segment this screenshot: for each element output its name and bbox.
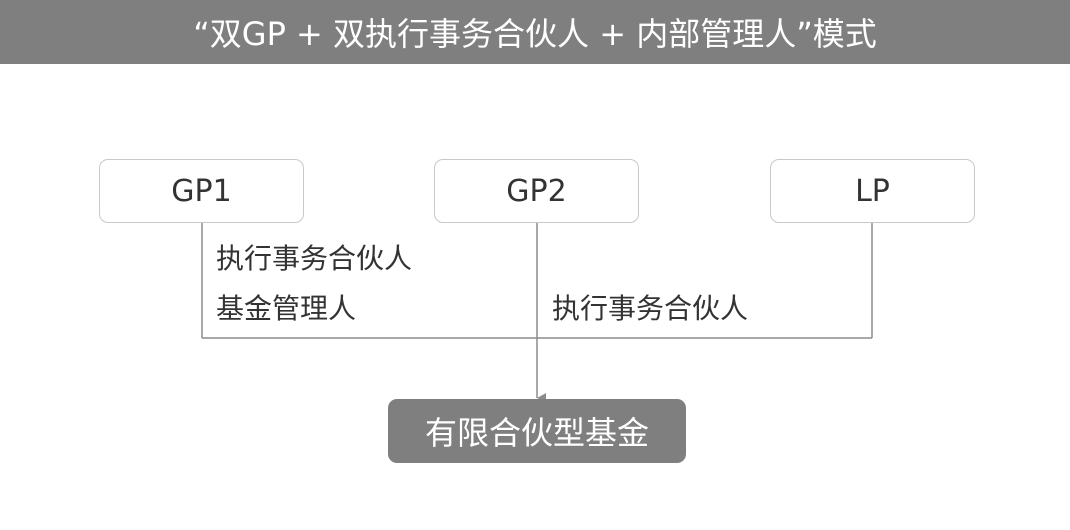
fund-label: 有限合伙型基金 [424,414,649,452]
lp-role-executive-partner: 执行事务合伙人 [552,292,749,325]
page-title: “双GP + 双执行事务合伙人 + 内部管理人”模式 [193,15,877,53]
node-gp1-label: GP1 [171,173,232,209]
node-gp1: GP1 [99,159,304,223]
title-bar: “双GP + 双执行事务合伙人 + 内部管理人”模式 [0,0,1070,64]
gp1-role-fund-manager: 基金管理人 [216,292,357,325]
node-lp-label: LP [855,173,890,209]
node-gp2: GP2 [434,159,639,223]
gp1-role-executive-partner: 执行事务合伙人 [216,242,413,275]
fund-box: 有限合伙型基金 [388,399,686,463]
node-gp2-label: GP2 [506,173,567,209]
node-lp: LP [770,159,975,223]
